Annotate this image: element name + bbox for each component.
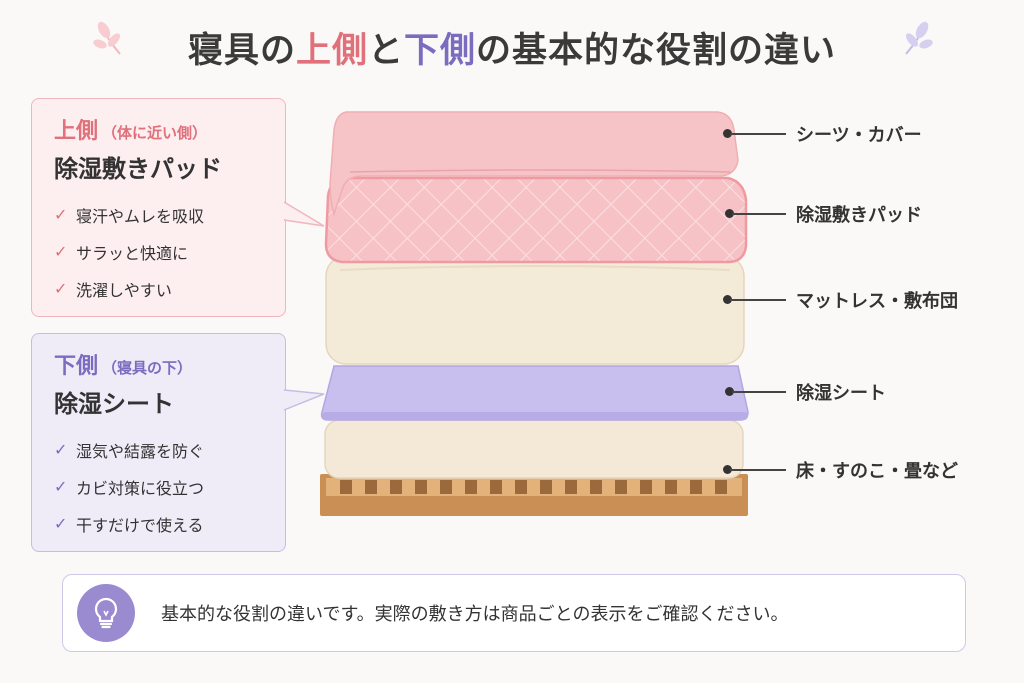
slat-gap — [440, 480, 452, 494]
leader-dot — [723, 465, 732, 474]
list-item: ✓ 寝汗やムレを吸収 — [54, 196, 263, 233]
feature-text: 湿気や結露を防ぐ — [76, 441, 205, 461]
layer-label-pad: 除湿敷きパッド — [796, 205, 922, 226]
base-futon — [324, 419, 744, 479]
slat-gap — [465, 480, 477, 494]
slat-gap — [490, 480, 502, 494]
feature-text: サラッと快適に — [76, 243, 189, 263]
leader-dot — [723, 295, 732, 304]
leader-line — [732, 391, 786, 393]
upper-heading-text: 上側 — [54, 119, 99, 144]
feature-text: 洗濯しやすい — [76, 280, 172, 300]
slat-gap — [340, 480, 352, 494]
list-item: ✓ 湿気や結露を防ぐ — [54, 431, 263, 468]
lower-product-name: 除湿シート — [54, 390, 174, 418]
leader-line — [730, 469, 786, 471]
upper-heading: 上側（体に近い側） — [54, 113, 263, 145]
layer-label-mattress: マットレス・敷布団 — [796, 291, 958, 312]
quilted-pad — [324, 176, 748, 264]
leader-dot — [723, 129, 732, 138]
check-icon: ✓ — [54, 279, 68, 298]
title-part3: の基本的な役割の違い — [476, 31, 837, 71]
slat-gap — [690, 480, 702, 494]
check-icon: ✓ — [54, 205, 68, 224]
slat-gap — [640, 480, 652, 494]
slatted-base — [320, 474, 748, 516]
mattress — [325, 255, 745, 365]
leaf-sprig-right-icon — [905, 21, 933, 55]
upper-product-name: 除湿敷きパッド — [54, 155, 222, 183]
note-text: 基本的な役割の違いです。実際の敷き方は商品ごとの表示をご確認ください。 — [161, 604, 789, 625]
title-lower: 下側 — [404, 31, 477, 71]
list-item: ✓ カビ対策に役立つ — [54, 468, 263, 505]
upper-callout-pointer — [284, 201, 325, 227]
upper-heading-sub: （体に近い側） — [102, 124, 208, 142]
feature-text: 干すだけで使える — [76, 515, 204, 535]
leader-dot — [725, 209, 734, 218]
sheet-cover — [329, 111, 739, 217]
page-title: 寝具の上側と下側の基本的な役割の違い — [0, 22, 1024, 73]
slat-gap — [515, 480, 527, 494]
lower-heading: 下側（寝具の下） — [54, 348, 263, 380]
lower-feature-list: ✓ 湿気や結露を防ぐ ✓ カビ対策に役立つ ✓ 干すだけで使える — [54, 431, 263, 542]
check-icon: ✓ — [54, 477, 68, 496]
feature-text: カビ対策に役立つ — [76, 478, 205, 498]
slat-gap — [415, 480, 427, 494]
slat-gap — [715, 480, 727, 494]
leader-line — [730, 299, 786, 301]
lower-callout-pointer — [284, 389, 325, 411]
slat-gap — [615, 480, 627, 494]
slat-gap — [390, 480, 402, 494]
lower-heading-text: 下側 — [54, 354, 99, 379]
slat-gap — [540, 480, 552, 494]
check-icon: ✓ — [54, 514, 68, 533]
lower-heading-sub: （寝具の下） — [102, 359, 193, 377]
upper-feature-list: ✓ 寝汗やムレを吸収 ✓ サラッと快適に ✓ 洗濯しやすい — [54, 196, 263, 307]
upper-side-callout: 上側（体に近い側） 除湿敷きパッド ✓ 寝汗やムレを吸収 ✓ サラッと快適に ✓ 洗濯… — [31, 98, 286, 317]
title-upper: 上側 — [295, 31, 368, 71]
list-item: ✓ 干すだけで使える — [54, 505, 263, 542]
feature-text: 寝汗やムレを吸収 — [76, 206, 205, 226]
slat-gap — [365, 480, 377, 494]
layer-label-sheet: 除湿シート — [796, 383, 886, 404]
dehumidifying-sheet — [320, 365, 749, 421]
info-note: 基本的な役割の違いです。実際の敷き方は商品ごとの表示をご確認ください。 — [62, 574, 966, 652]
leader-dot — [725, 387, 734, 396]
slat-gap — [590, 480, 602, 494]
lightbulb-icon — [77, 584, 135, 642]
leader-line — [732, 213, 786, 215]
layer-label-floor: 床・すのこ・畳など — [796, 461, 958, 482]
title-part2: と — [367, 31, 404, 71]
leader-line — [730, 133, 786, 135]
layer-label-cover: シーツ・カバー — [796, 125, 922, 146]
check-icon: ✓ — [54, 440, 68, 459]
lower-side-callout: 下側（寝具の下） 除湿シート ✓ 湿気や結露を防ぐ ✓ カビ対策に役立つ ✓ 干すだけ… — [31, 333, 286, 552]
list-item: ✓ サラッと快適に — [54, 233, 263, 270]
slat-gap — [665, 480, 677, 494]
check-icon: ✓ — [54, 242, 68, 261]
leaf-sprig-left-icon — [93, 21, 121, 55]
slat-gap — [565, 480, 577, 494]
title-part1: 寝具の — [187, 31, 296, 71]
list-item: ✓ 洗濯しやすい — [54, 270, 263, 307]
